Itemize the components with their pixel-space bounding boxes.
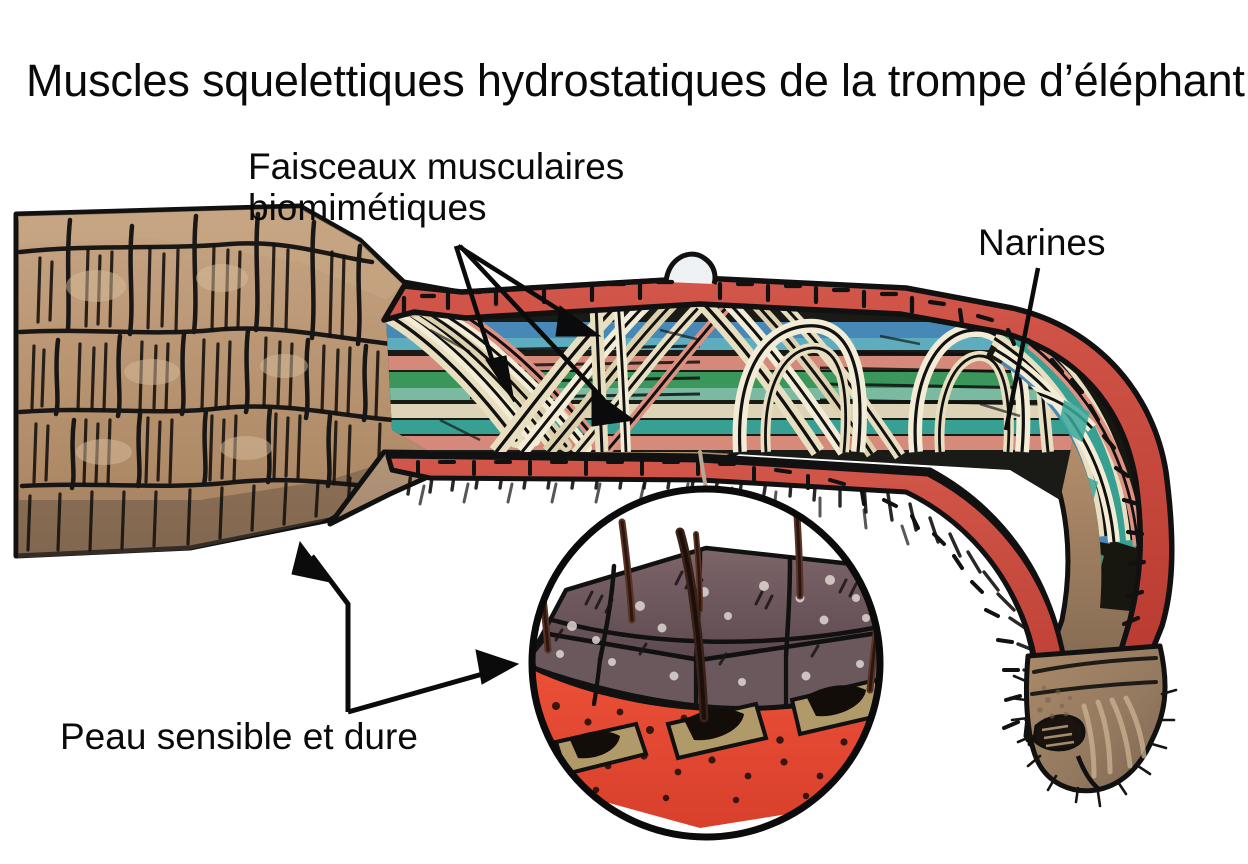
fascicle-ribbon-group-mid: [489, 300, 730, 458]
label-nostrils: Narines: [978, 222, 1106, 263]
page-title: Muscles squelettiques hydrostatiques de …: [26, 55, 1245, 106]
label-fascicles: Faisceaux musculaires biomimétiques: [248, 146, 625, 229]
skin-magnifier-inset: [528, 450, 884, 841]
hair-follicle-base: [553, 677, 880, 777]
label-skin: Peau sensible et dure: [60, 716, 418, 757]
trunk-tip: [1008, 643, 1178, 808]
dermis-dash-marks: [401, 279, 1147, 627]
skin-speckle: [66, 264, 308, 465]
callout-leaders: [291, 244, 1041, 715]
fascicle-ribbon-group-right: [694, 300, 905, 460]
